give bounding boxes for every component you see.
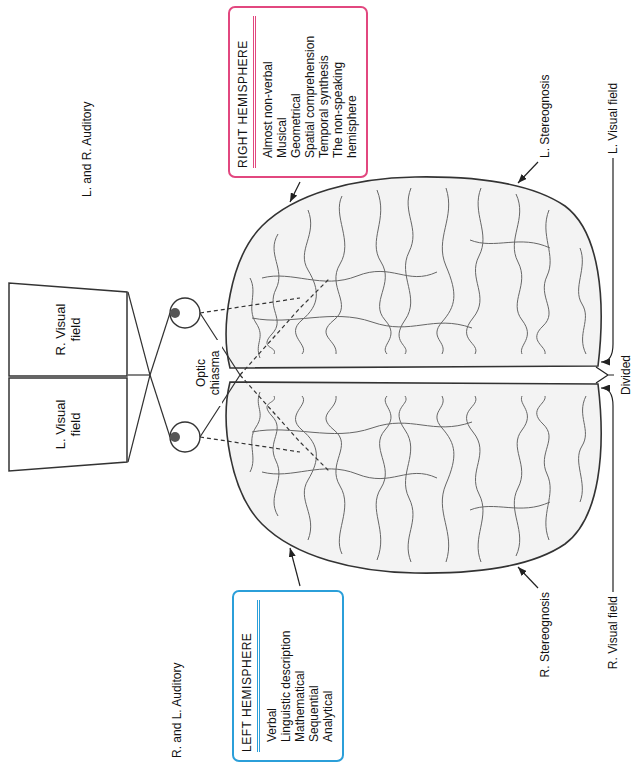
visual-ray [128, 374, 150, 375]
visual-ray [128, 292, 150, 462]
field-label: R. Visual field [606, 596, 620, 669]
optic-tract [200, 298, 300, 313]
iris [170, 432, 180, 442]
hemisphere-box: LEFT HEMISPHERE VerbalLinguistic descript… [232, 590, 344, 762]
region-label: L. and R. Auditory [80, 102, 94, 197]
function-item: Verbal [265, 600, 279, 752]
function-item: Almost non-verbal [261, 16, 275, 168]
leader-arrow [601, 158, 613, 362]
function-item: Linguistic description [279, 600, 293, 752]
function-item: Temporal synthesis [317, 16, 331, 168]
region-label: R. and L. Auditory [170, 663, 184, 758]
function-item: Analytical [321, 600, 335, 752]
function-item: Mathematical [293, 600, 307, 752]
region-label: L. Stereognosis [538, 75, 552, 158]
optic-tract [240, 278, 330, 375]
leader-arrow [518, 162, 538, 183]
visual-field-panel: L. Visual field [8, 377, 128, 472]
box-heading: RIGHT HEMISPHERE [236, 16, 256, 168]
leader-arrow [518, 567, 538, 588]
iris [170, 308, 180, 318]
visual-ray [150, 313, 170, 375]
optic-tract [240, 375, 330, 472]
region-label: R. Stereognosis [538, 592, 552, 677]
visual-field-panel: R. Visual field [8, 282, 128, 377]
function-item: Sequential [307, 600, 321, 752]
leader-lines [290, 158, 614, 592]
function-item: Geometrical [289, 16, 303, 168]
visual-ray [150, 375, 170, 437]
eye [170, 298, 200, 328]
leader-arrow [290, 548, 300, 586]
eye [170, 422, 200, 452]
optic-tract [200, 437, 300, 452]
function-item: Musical [275, 16, 289, 168]
leader-arrow [601, 388, 613, 592]
right-hemisphere [226, 177, 601, 368]
left-hemisphere [226, 382, 601, 573]
function-item: The non-speaking hemisphere [331, 16, 359, 168]
field-label: L. Visual field [606, 83, 620, 154]
screen-half [9, 378, 127, 471]
field-label: L. Visual field [53, 399, 83, 451]
screen-half [9, 283, 127, 376]
visual-rays [128, 292, 170, 462]
function-item: Spatial comprehension [303, 16, 317, 168]
leader-arrow [290, 182, 300, 202]
hemisphere-box: RIGHT HEMISPHERE Almost non-verbalMusical… [228, 6, 368, 178]
box-heading: LEFT HEMISPHERE [240, 600, 260, 752]
divided-pointer [596, 367, 614, 383]
structure-label: Divided [619, 325, 633, 425]
field-label: R. Visual field [53, 304, 83, 356]
structure-label: Optic chiasma [194, 340, 222, 406]
